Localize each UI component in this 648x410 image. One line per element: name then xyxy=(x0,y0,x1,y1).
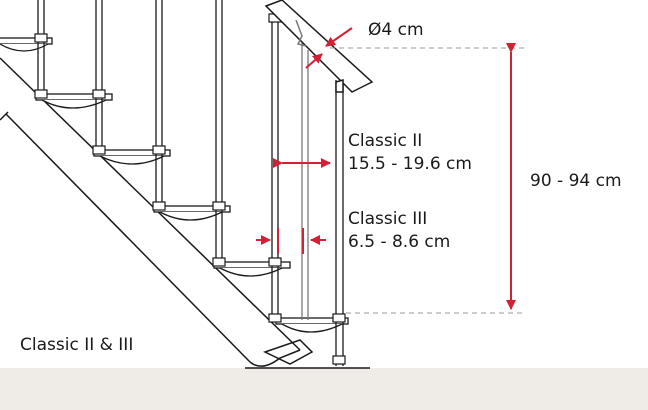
classic3-label: Classic III xyxy=(348,209,428,229)
floor xyxy=(0,368,648,410)
handrail xyxy=(264,0,374,93)
handrail-height-label: 90 - 94 cm xyxy=(530,171,622,191)
classic2-range-label: 15.5 - 19.6 cm xyxy=(348,154,472,174)
balusters xyxy=(37,0,344,366)
stair-stringer xyxy=(0,57,314,367)
classic3-range-label: 6.5 - 8.6 cm xyxy=(348,232,451,252)
level-guides xyxy=(330,47,526,314)
model-label: Classic II & III xyxy=(20,335,134,355)
clamps xyxy=(34,13,346,365)
step xyxy=(213,261,291,277)
classic2-label: Classic II xyxy=(348,131,423,151)
stair-steps xyxy=(0,37,349,333)
classic3-dimension xyxy=(256,228,326,254)
diameter-indicator xyxy=(305,27,353,69)
handrail-diameter-label: Ø4 cm xyxy=(368,20,424,40)
